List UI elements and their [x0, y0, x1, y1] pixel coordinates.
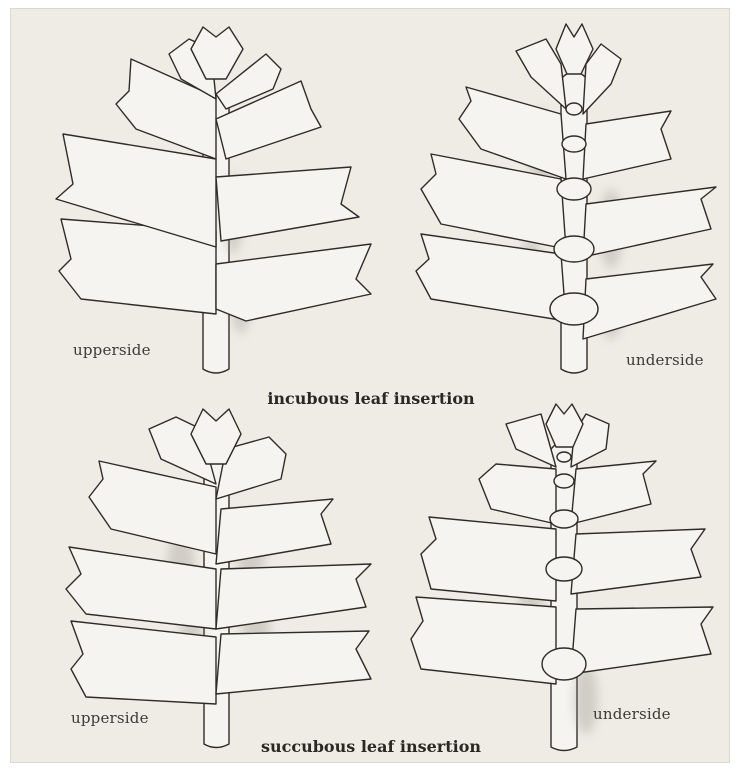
leaf [421, 517, 556, 601]
leaf [216, 244, 371, 321]
leaf [411, 597, 556, 684]
leaf [216, 564, 371, 629]
underleaf [557, 178, 591, 200]
leaf [571, 607, 713, 674]
leaf [583, 111, 671, 179]
leaf [583, 187, 716, 257]
succubous-underside-figure [411, 404, 713, 751]
leaf [216, 631, 371, 694]
incubous-caption: incubous leaf insertion [11, 389, 731, 408]
leaf [216, 167, 359, 241]
plate-drawing [11, 9, 731, 764]
illustration-plate: upperside underside incubous leaf insert… [10, 8, 730, 763]
incubous-upperside-figure [56, 27, 371, 373]
leaf [216, 499, 333, 564]
succubous-upperside-label: upperside [71, 709, 149, 727]
incubous-upperside-label: upperside [73, 341, 151, 359]
leaf [479, 464, 556, 524]
leaf [416, 234, 566, 321]
succubous-upperside-figure [66, 409, 371, 748]
underleaf [566, 103, 582, 115]
leaf [571, 461, 656, 524]
underleaf [554, 474, 574, 488]
underleaf [542, 648, 586, 680]
incubous-underside-label: underside [626, 351, 704, 369]
underleaf [554, 236, 594, 262]
succubous-caption: succubous leaf insertion [11, 737, 731, 756]
underleaf [546, 557, 582, 581]
leaf [571, 529, 705, 594]
incubous-underside-figure [416, 24, 716, 373]
underleaf [550, 293, 598, 325]
underleaf [557, 452, 571, 462]
underleaf [562, 136, 586, 152]
succubous-underside-label: underside [593, 705, 671, 723]
leaf [583, 264, 716, 339]
underleaf [550, 510, 578, 528]
